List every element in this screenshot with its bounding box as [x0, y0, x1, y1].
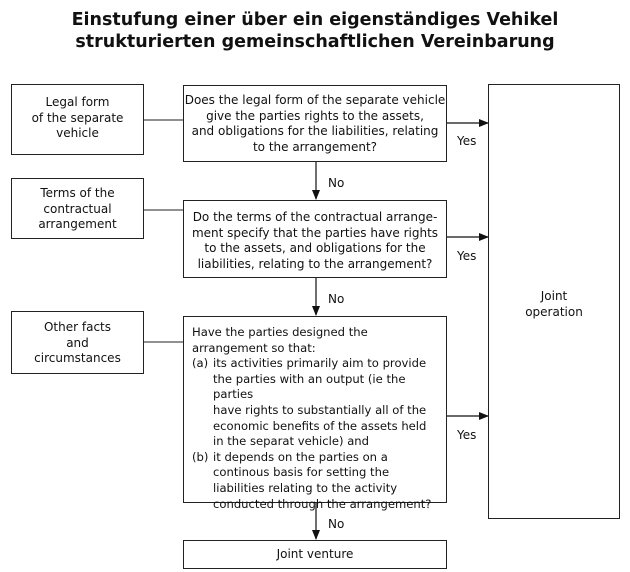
item-b-line-4: conducted through the arrangement? [213, 496, 432, 511]
question-box-other-facts: Have the parties designed the arrangemen… [183, 316, 447, 511]
input-3-line-3: circumstances [34, 351, 121, 366]
question-2-line-2: ment specify that the parties have right… [191, 225, 439, 240]
input-2-line-3: arrangement [38, 217, 117, 232]
yes-label-3: Yes [457, 428, 477, 442]
question-3-intro-line-2: arrangement so that: [192, 340, 316, 355]
joint-operation-line-2: operation [525, 304, 583, 319]
input-1-line-1: Legal form [45, 95, 110, 109]
question-3-item-b: (b) it depends on the parties on a conti… [192, 450, 442, 512]
item-a-line-1: its activities primarily aim to provide [213, 356, 427, 371]
input-2-line-2: contractual [43, 201, 112, 216]
no-label-3: No [328, 517, 345, 531]
question-1-line-2: give the parties rights to the assets, [206, 108, 424, 123]
question-1-line-1: Does the legal form of the separate vehi… [184, 93, 446, 107]
yes-label-2: Yes [457, 249, 477, 263]
outcome-joint-operation: Joint operation [488, 84, 620, 519]
input-3-line-1: Other facts [43, 320, 112, 334]
item-a-line-2: the parties with an output (ie the parti… [213, 371, 406, 402]
item-b-line-2: continous basis for setting the [213, 465, 390, 480]
title-line-1: Einstufung einer über ein eigenständiges… [71, 10, 559, 30]
item-a-line-4: economic benefits of the assets held [213, 418, 427, 433]
question-2-line-4: liabilities, relating to the arrangement… [197, 256, 433, 271]
input-1-line-3: vehicle [56, 126, 99, 141]
item-b-marker: (b) [192, 449, 209, 464]
question-2-line-1: Do the terms of the contractual arrange- [192, 210, 438, 224]
input-2-line-1: Terms of the [40, 186, 115, 200]
question-1-line-4: to the arrangement? [252, 139, 378, 154]
joint-operation-line-1: Joint [540, 289, 568, 303]
item-a-marker: (a) [192, 356, 209, 371]
question-3-item-a: (a) its activities primarily aim to prov… [192, 356, 442, 450]
input-box-contract-terms: Terms of the contractual arrangement [11, 178, 144, 239]
no-label-1: No [328, 176, 345, 190]
outcome-joint-venture: Joint venture [183, 540, 447, 569]
item-a-line-5: in the separat vehicle) and [213, 434, 370, 449]
no-label-2: No [328, 292, 345, 306]
item-b-line-1: it depends on the parties on a [213, 449, 388, 464]
input-1-line-2: of the separate [31, 110, 124, 125]
diagram-title: Einstufung einer über ein eigenständiges… [0, 9, 630, 53]
input-box-legal-form: Legal form of the separate vehicle [11, 84, 144, 155]
joint-venture-label: Joint venture [276, 547, 354, 561]
input-3-line-2: and [66, 335, 89, 350]
item-a-line-3: have rights to substantially all of the [213, 402, 427, 417]
question-box-contract-terms: Do the terms of the contractual arrange-… [183, 200, 447, 278]
input-box-other-facts: Other facts and circumstances [11, 311, 144, 374]
question-box-legal-form: Does the legal form of the separate vehi… [183, 85, 447, 162]
title-line-2: strukturierten gemeinschaftlichen Verein… [75, 32, 555, 52]
item-b-line-3: liabilities relating to the activity [213, 480, 398, 495]
question-3-intro-line-1: Have the parties designed the [192, 325, 368, 339]
question-2-line-3: to the assets, and obligations for the [204, 241, 426, 256]
yes-label-1: Yes [457, 134, 477, 148]
question-1-line-3: and obligations for the liabilities, rel… [191, 124, 439, 139]
